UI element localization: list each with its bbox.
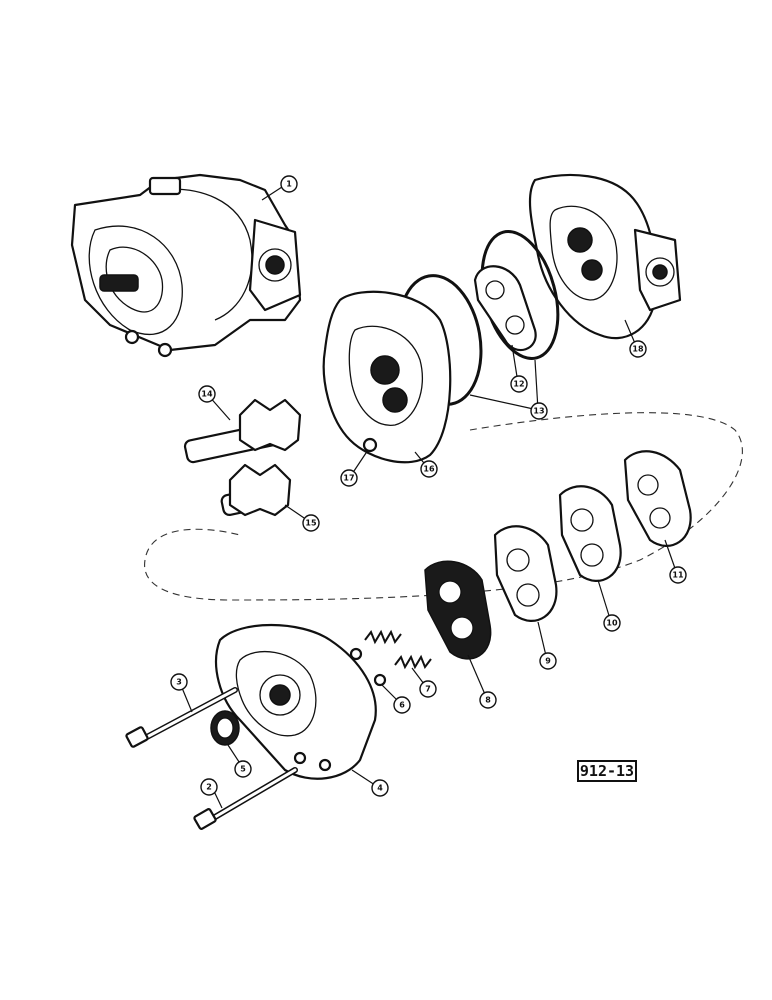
svg-text:12: 12 xyxy=(513,380,524,389)
svg-text:6: 6 xyxy=(399,701,405,710)
callout-5: 5 xyxy=(234,760,252,778)
front-cover xyxy=(215,623,377,780)
callout-13: 13 xyxy=(530,402,548,420)
svg-text:1: 1 xyxy=(286,180,292,189)
callout-4: 4 xyxy=(371,779,389,797)
drive-shaft xyxy=(99,274,139,292)
svg-text:9: 9 xyxy=(545,657,551,666)
wear-plate-10 xyxy=(558,485,622,582)
seal-plate-8 xyxy=(424,560,492,660)
svg-text:8: 8 xyxy=(485,696,491,705)
callout-1: 1 xyxy=(280,175,298,193)
gasket-12 xyxy=(473,265,537,351)
wear-plate-11 xyxy=(623,450,692,547)
svg-text:13: 13 xyxy=(533,407,544,416)
svg-text:10: 10 xyxy=(606,619,618,628)
callout-18: 18 xyxy=(629,340,647,358)
callout-17: 17 xyxy=(340,469,358,487)
driven-gear xyxy=(220,463,292,517)
callout-9: 9 xyxy=(539,652,557,670)
check-ball-upper xyxy=(349,647,363,661)
cap-screw-2 xyxy=(193,767,298,830)
assembled-pump xyxy=(70,173,302,358)
svg-text:5: 5 xyxy=(240,765,246,774)
check-ball-lower xyxy=(373,673,387,687)
spring-upper xyxy=(364,629,402,645)
gear-housing xyxy=(322,290,452,464)
rear-cover xyxy=(528,173,682,340)
svg-text:3: 3 xyxy=(176,678,182,687)
svg-text:2: 2 xyxy=(206,783,212,792)
svg-text:11: 11 xyxy=(672,571,684,580)
callout-16: 16 xyxy=(420,460,438,478)
callout-15: 15 xyxy=(302,514,320,532)
cap-screw-3 xyxy=(125,687,238,748)
callout-8: 8 xyxy=(479,691,497,709)
callout-6: 6 xyxy=(393,696,411,714)
callout-11: 11 xyxy=(669,566,687,584)
svg-text:14: 14 xyxy=(201,390,213,399)
callout-2: 2 xyxy=(200,778,218,796)
callout-3: 3 xyxy=(170,673,188,691)
callout-14: 14 xyxy=(198,385,216,403)
svg-text:16: 16 xyxy=(423,465,435,474)
svg-text:7: 7 xyxy=(425,685,431,694)
wear-plate-9 xyxy=(493,525,558,622)
drive-gear xyxy=(183,398,302,464)
svg-text:4: 4 xyxy=(377,784,383,793)
figure-reference-label: 912-13 xyxy=(577,760,637,782)
svg-text:18: 18 xyxy=(632,345,644,354)
callout-7: 7 xyxy=(419,680,437,698)
svg-text:15: 15 xyxy=(305,519,317,528)
svg-text:17: 17 xyxy=(343,474,354,483)
spring-lower xyxy=(394,654,432,670)
callout-12: 12 xyxy=(510,375,528,393)
callout-10: 10 xyxy=(603,614,621,632)
